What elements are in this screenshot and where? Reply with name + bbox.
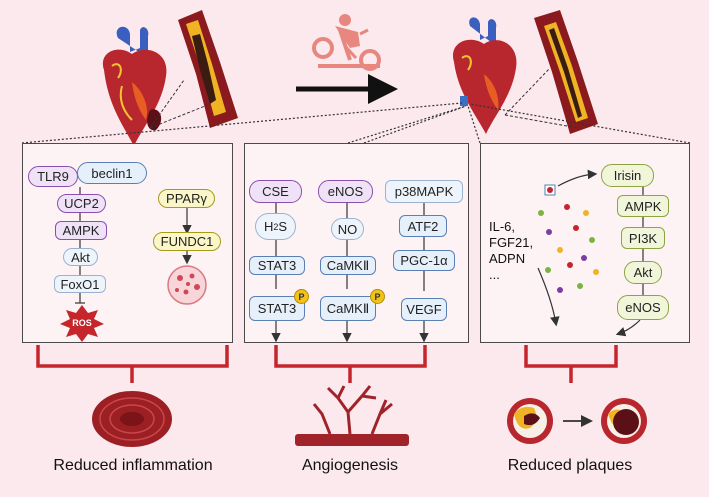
phospho-badge-stat3: P	[294, 289, 309, 304]
cytokine-fgf21: FGF21,	[489, 235, 534, 250]
heart-icon-right	[452, 17, 517, 135]
node-akt-plaques: Akt	[624, 261, 662, 284]
cytokine-ellipsis: ...	[489, 267, 500, 282]
cytokine-il6: IL-6,	[489, 219, 516, 234]
h2s-s: S	[278, 219, 288, 234]
cytokine-adpn: ADPN	[489, 251, 526, 266]
node-foxo1: FoxO1	[54, 275, 106, 293]
node-pgc1a: PGC-1α	[393, 250, 455, 271]
node-beclin1: beclin1	[77, 162, 147, 184]
node-ucp2: UCP2	[57, 194, 106, 213]
cytokine-particles	[538, 184, 599, 293]
node-pi3k: PI3K	[621, 227, 665, 249]
node-irisin: Irisin	[601, 164, 654, 187]
h2s-h: H	[263, 219, 274, 234]
node-cse: CSE	[249, 180, 302, 203]
node-no: NO	[331, 218, 364, 240]
outcome-angiogenesis: Angiogenesis	[301, 457, 399, 474]
node-tlr9: TLR9	[28, 166, 78, 187]
mitochondria-icon	[167, 265, 207, 305]
node-pparg: PPARγ	[158, 189, 215, 208]
heart-icon-left	[102, 26, 167, 146]
node-p38mapk: p38MAPK	[385, 180, 463, 203]
node-enos-plaques: eNOS	[617, 295, 669, 320]
cytokine-list: IL-6, FGF21, ADPN ...	[489, 219, 533, 283]
node-enos-angio: eNOS	[318, 180, 373, 203]
node-ampk-inflammation: AMPK	[55, 221, 107, 240]
vessel-icon	[295, 385, 409, 446]
ros-label: ROS	[72, 318, 92, 328]
node-camkii-a: CaMKⅡ	[320, 256, 376, 275]
plaque-icon	[507, 398, 647, 444]
artery-icon-left	[178, 10, 238, 128]
node-akt-inflammation: Akt	[63, 248, 98, 266]
inflamed-cell-icon	[92, 391, 172, 447]
bracket-lines	[36, 345, 618, 383]
node-stat3-a: STAT3	[249, 256, 305, 275]
node-fundc1: FUNDC1	[153, 232, 221, 251]
h2s-subscript: 2	[273, 221, 279, 232]
node-camkii-b: CaMKⅡ	[320, 296, 376, 321]
node-vegf: VEGF	[401, 298, 447, 321]
node-ampk-plaques: AMPK	[617, 195, 669, 217]
ros-icon	[60, 305, 104, 342]
artery-icon-right	[534, 10, 598, 134]
node-atf2: ATF2	[399, 215, 447, 237]
exercise-bike-icon	[312, 14, 381, 71]
phospho-badge-camkii: P	[370, 289, 385, 304]
outcome-reduced-inflammation: Reduced inflammation	[53, 457, 213, 474]
outcome-reduced-plaques: Reduced plaques	[507, 457, 633, 474]
